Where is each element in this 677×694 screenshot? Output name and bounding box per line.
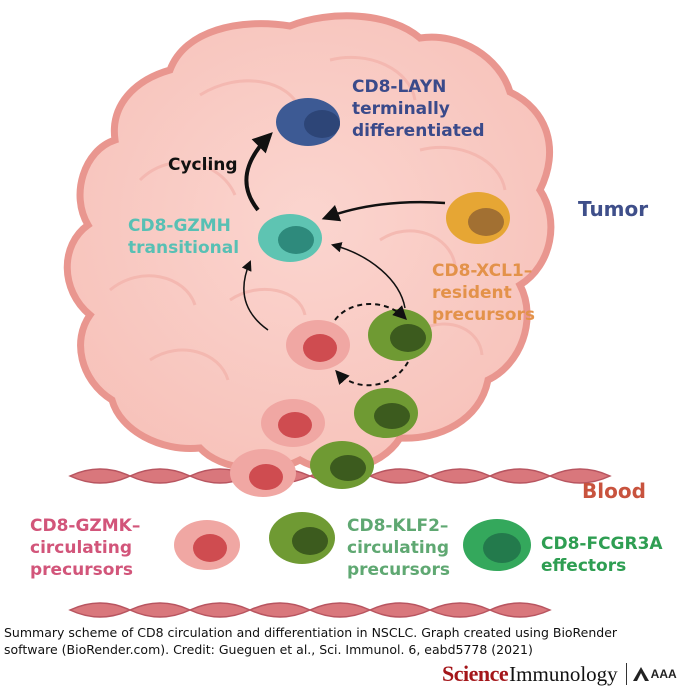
- cell-gzmk-tumor: [286, 320, 350, 370]
- label-layn: CD8-LAYN terminally differentiated: [352, 76, 485, 142]
- cell-xcl1: [446, 192, 510, 244]
- label-cycling-text: Cycling: [168, 155, 238, 175]
- cell-layn: [276, 98, 340, 146]
- arrow-klf2-to-gzmk-dashed: [335, 361, 409, 387]
- arrow-xcl1-to-gzmh: [321, 200, 446, 222]
- logo-aaas: AAAS: [650, 667, 677, 681]
- cell-klf2-lower: [354, 388, 418, 438]
- cell-fcgr3a-blood: [463, 519, 531, 571]
- cell-gzmk-lower: [261, 399, 325, 447]
- label-xcl1: CD8-XCL1– resident precursors: [432, 260, 535, 326]
- cell-klf2-vessel: [310, 441, 374, 489]
- logo-immunology: Immunology: [509, 661, 618, 686]
- logo-science: Science: [442, 661, 509, 686]
- label-fcgr3a-line2: effectors: [541, 556, 627, 576]
- caption-line2: software (BioRender.com). Credit: Guegue…: [4, 642, 533, 657]
- label-layn-line3: differentiated: [352, 121, 485, 141]
- label-xcl1-line1: CD8-XCL1–: [432, 261, 533, 281]
- label-layn-line2: terminally: [352, 99, 450, 119]
- cell-gzmk-blood: [174, 520, 240, 570]
- logo-divider: [625, 663, 627, 685]
- cell-klf2-blood: [269, 512, 335, 564]
- arrow-gzmk-to-gzmh: [241, 260, 269, 331]
- endothelium-bottom: [68, 602, 552, 618]
- arrow-cycling: [244, 132, 273, 212]
- label-klf2-line3: precursors: [347, 560, 450, 580]
- label-gzmk-line1: CD8-GZMK–: [30, 516, 141, 536]
- label-tumor-text: Tumor: [578, 197, 649, 221]
- cell-gzmk-vessel: [230, 449, 296, 497]
- caption-line1: Summary scheme of CD8 circulation and di…: [4, 625, 618, 640]
- label-klf2-line1: CD8-KLF2–: [347, 516, 449, 536]
- cell-klf2-tumor: [368, 309, 432, 361]
- label-gzmh-line2: transitional: [128, 238, 240, 258]
- label-gzmk: CD8-GZMK– circulating precursors: [30, 515, 140, 581]
- arrow-gzmk-to-klf2-dashed: [334, 303, 407, 321]
- label-gzmk-line2: circulating: [30, 538, 132, 558]
- label-gzmh: CD8-GZMH transitional: [128, 215, 239, 259]
- label-blood-text: Blood: [582, 479, 646, 503]
- label-xcl1-line3: precursors: [432, 305, 535, 325]
- label-klf2-line2: circulating: [347, 538, 449, 558]
- label-gzmk-line3: precursors: [30, 560, 133, 580]
- cell-gzmh: [258, 214, 322, 262]
- label-blood: Blood: [582, 480, 646, 502]
- journal-logo: Science Immunology AAAS: [442, 660, 677, 688]
- label-xcl1-line2: resident: [432, 283, 512, 303]
- label-cycling: Cycling: [168, 154, 238, 176]
- label-fcgr3a: CD8-FCGR3A effectors: [541, 533, 663, 577]
- label-tumor: Tumor: [578, 198, 648, 220]
- label-fcgr3a-line1: CD8-FCGR3A: [541, 534, 663, 554]
- label-gzmh-line1: CD8-GZMH: [128, 216, 231, 236]
- figure-caption: Summary scheme of CD8 circulation and di…: [4, 624, 617, 658]
- aaas-triangle-icon: [632, 667, 649, 681]
- arrow-klf2-to-gzmh: [330, 242, 406, 309]
- label-klf2: CD8-KLF2– circulating precursors: [347, 515, 450, 581]
- label-layn-line1: CD8-LAYN: [352, 77, 447, 97]
